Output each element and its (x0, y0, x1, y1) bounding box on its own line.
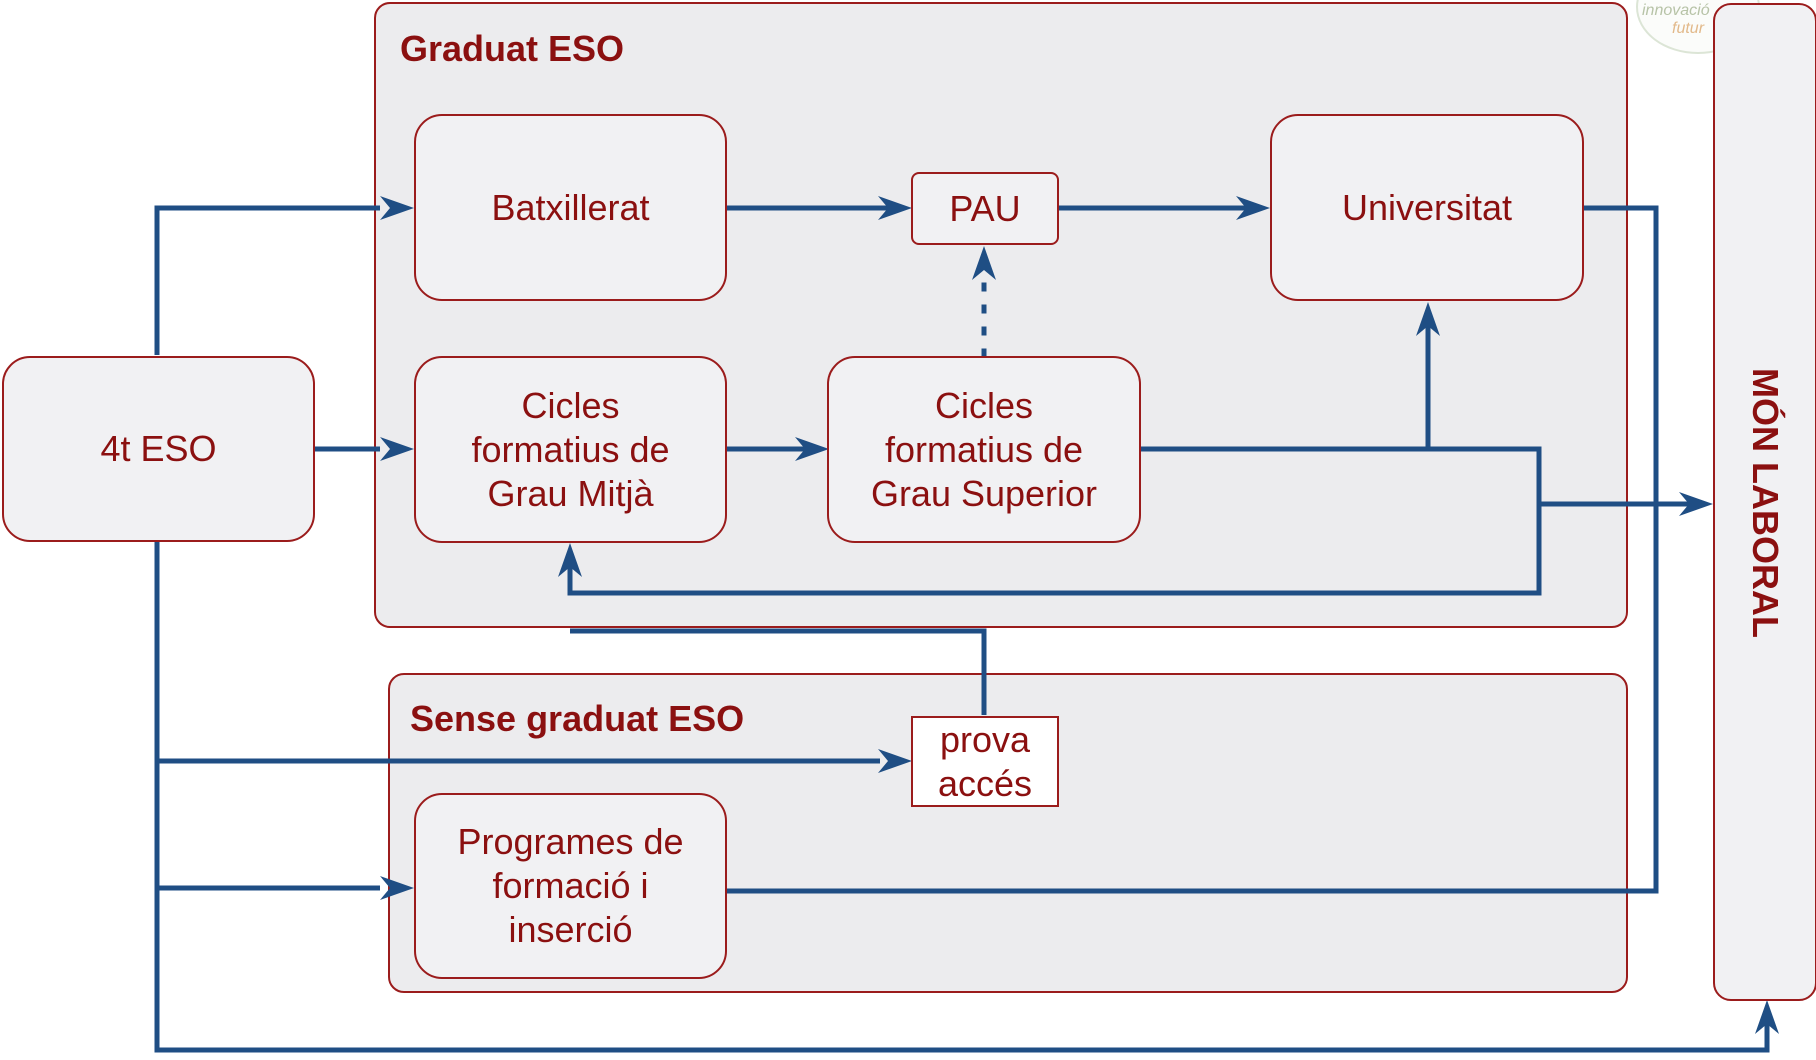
edge-cfgs-right (567, 446, 1542, 596)
node-4t-eso-label: 4t ESO (100, 428, 217, 469)
node-pfi[interactable]: Programes de formació i inserció (414, 793, 727, 979)
node-universitat[interactable]: Universitat (1270, 114, 1584, 301)
node-cfgm[interactable]: Cicles formatius de Grau Mitjà (414, 356, 727, 543)
group-sense-graduat-eso-title: Sense graduat ESO (410, 698, 745, 739)
node-pfi-label: Programes de formació i inserció (457, 821, 684, 950)
node-batxillerat-label: Batxillerat (491, 186, 650, 228)
node-cfgm-label: Cicles formatius de Grau Mitjà (471, 384, 670, 514)
arrowhead-cfgs (795, 437, 829, 461)
arrowhead-mon (1679, 492, 1713, 516)
arrowhead-pfi (380, 876, 414, 900)
node-pau-label: PAU (949, 187, 1021, 229)
arrowhead-cfgm-up (558, 543, 582, 577)
edge-eso-batxillerat (154, 205, 380, 355)
edge-univ-mon (727, 205, 1659, 894)
node-cfgs-label: Cicles formatius de Grau Superior (870, 384, 1098, 514)
node-4t-eso[interactable]: 4t ESO (2, 356, 315, 542)
arrowhead-pau (878, 196, 912, 220)
node-prova-acces[interactable]: prova accés (911, 716, 1059, 807)
logo-text-2: futur (1672, 20, 1705, 37)
edge-prova-cfgm (570, 628, 987, 715)
node-universitat-label: Universitat (1341, 186, 1513, 228)
node-mon-laboral[interactable] (1713, 3, 1816, 1001)
arrowhead-univ (1236, 196, 1270, 220)
node-mon-laboral-label: MÓN LABORAL (1745, 368, 1786, 638)
edge-eso-trunk (154, 541, 1770, 1053)
arrowhead-univ-up (1416, 302, 1440, 336)
arrowhead-mon-bottom (1755, 1000, 1779, 1034)
group-graduat-eso-title: Graduat ESO (400, 28, 625, 69)
node-batxillerat[interactable]: Batxillerat (414, 114, 727, 301)
node-prova-acces-label: prova accés (937, 718, 1033, 804)
arrowhead-pau-up (972, 246, 996, 280)
node-cfgs[interactable]: Cicles formatius de Grau Superior (827, 356, 1141, 543)
logo-text-1: innovació (1642, 2, 1710, 19)
arrowhead-prova (878, 749, 912, 773)
node-pau[interactable]: PAU (911, 172, 1059, 245)
arrowhead-batx (380, 196, 414, 220)
arrowhead-cfgm (380, 437, 414, 461)
